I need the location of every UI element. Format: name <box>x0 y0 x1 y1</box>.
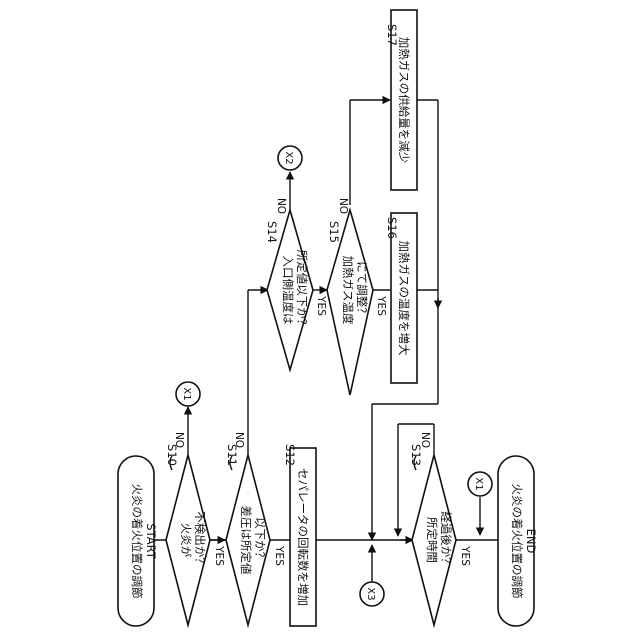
s12-step-label: S12 <box>283 444 297 466</box>
s12-text: セパレータの回転数を増加 <box>296 468 310 606</box>
connector-x1-bottom: X1 <box>468 472 492 496</box>
s11-text-line1: 差圧は所定値 <box>239 506 253 575</box>
decision-s10: 火炎が 不検出か？ S10 NO YES <box>165 432 225 625</box>
connector-x3: X3 <box>360 582 384 606</box>
start-title: 火炎の着火位置の調節 <box>130 484 144 599</box>
s13-text-line2: 経過後か？ <box>439 511 453 569</box>
decision-s11: 差圧は所定値 以下か？ S11 NO YES <box>225 432 285 625</box>
s17-step-label: S17 <box>385 24 399 46</box>
connector-x3-label: X3 <box>365 587 376 600</box>
s15-text-line1: 加熱ガス温度 <box>341 256 355 325</box>
s14-no-label: NO <box>275 198 287 214</box>
s11-text-line2: 以下か？ <box>253 517 267 563</box>
s15-step-label: S15 <box>327 221 341 243</box>
s10-yes-label: YES <box>213 545 225 566</box>
end-label: END <box>524 529 538 554</box>
s10-text-line2: 不検出か？ <box>193 511 207 569</box>
s14-text-line2: 所定値以下か？ <box>295 250 309 331</box>
s11-yes-label: YES <box>273 545 285 566</box>
s10-no-label: NO <box>173 432 185 448</box>
s11-no-label: NO <box>233 432 245 448</box>
connector-x2: X2 <box>278 146 302 170</box>
s14-yes-label: YES <box>315 295 327 316</box>
s16-text: 加熱ガスの温度を増大 <box>397 241 411 356</box>
s15-text-line2: にて調整？ <box>355 261 369 319</box>
decision-s13: 所定時間 経過後か？ S13 NO YES <box>409 432 471 625</box>
s14-step-label: S14 <box>265 221 279 243</box>
start-label: START <box>144 523 158 559</box>
connector-x1-top-label: X1 <box>181 387 192 400</box>
s15-no-label: NO <box>337 198 349 214</box>
s17-text: 加熱ガスの供給量を減少 <box>397 37 411 164</box>
s15-yes-label: YES <box>375 295 387 316</box>
process-s12: セパレータの回転数を増加 S12 <box>283 444 316 626</box>
connector-x2-label: X2 <box>283 151 294 164</box>
end-terminal: 火炎の着火位置の調節 END <box>498 456 538 626</box>
start-terminal: 火炎の着火位置の調節 START <box>118 456 158 626</box>
decision-s14: 入口側温度は 所定値以下か？ S14 NO YES <box>265 198 327 370</box>
s16-step-label: S16 <box>385 217 399 239</box>
s14-text-line1: 入口側温度は <box>281 256 295 325</box>
s13-no-label: NO <box>419 432 431 448</box>
decision-s15: 加熱ガス温度 にて調整？ S15 NO YES <box>327 198 387 395</box>
s13-text-line1: 所定時間 <box>425 517 439 563</box>
connector-x1-top: X1 <box>176 382 200 406</box>
end-title: 火炎の着火位置の調節 <box>510 484 524 599</box>
s10-text-line1: 火炎が <box>179 523 193 558</box>
s13-yes-label: YES <box>459 545 471 566</box>
connector-x1-bottom-label: X1 <box>473 477 484 490</box>
process-s16: 加熱ガスの温度を増大 S16 <box>385 213 417 383</box>
